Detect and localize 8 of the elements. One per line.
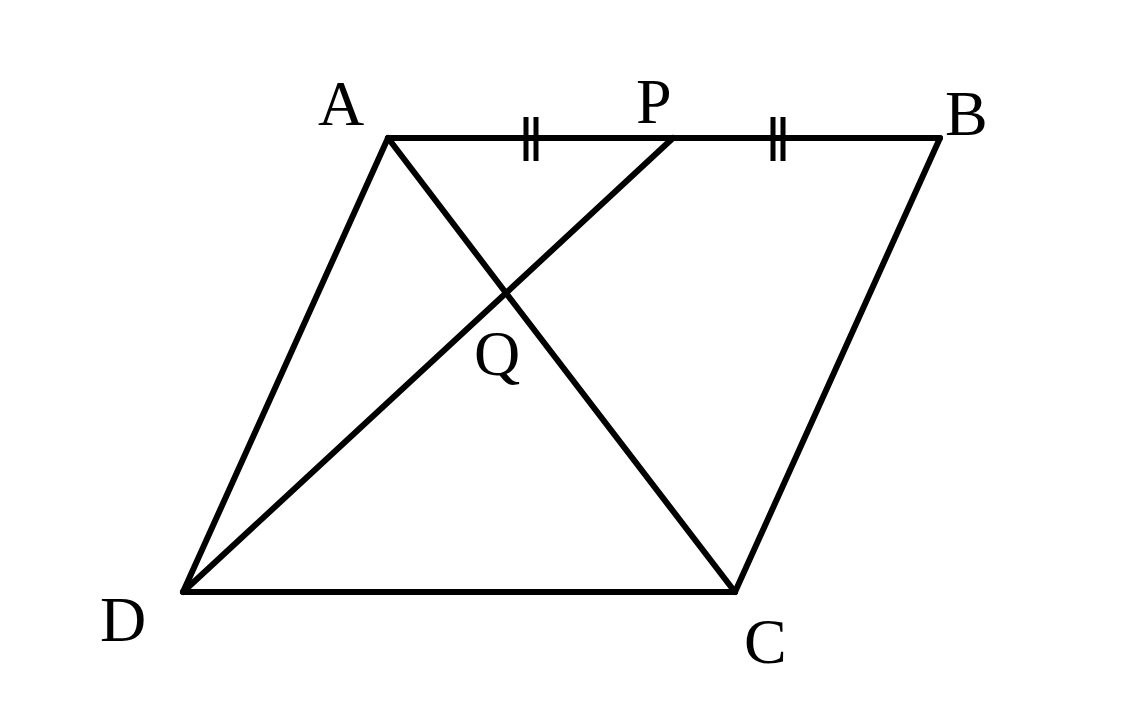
point-label: B	[945, 82, 988, 146]
point-label: P	[636, 70, 672, 134]
point-label: A	[318, 72, 365, 136]
line-segment	[180, 290, 509, 595]
point-label: C	[744, 610, 787, 674]
point-label: Q	[474, 322, 521, 386]
point-label: D	[100, 588, 147, 652]
line-segment	[503, 135, 676, 296]
